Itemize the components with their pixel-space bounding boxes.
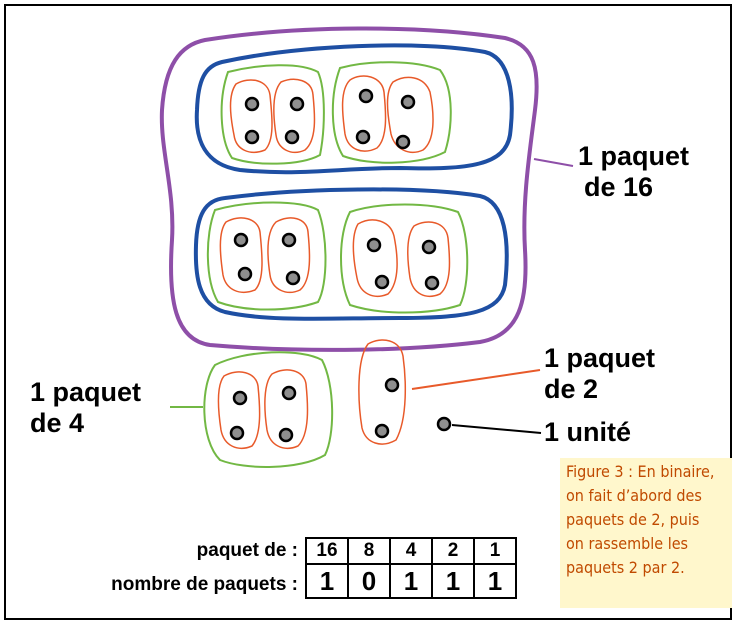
unit-dot (229, 425, 245, 441)
packet-4-outline-2 (331, 61, 452, 164)
packet-2-outline (267, 217, 311, 294)
unit-dot (232, 390, 248, 406)
table-header-row: 16 8 4 2 1 (305, 537, 517, 565)
table-row1-label: paquet de : (196, 540, 298, 561)
packet-count-cell: 1 (305, 563, 349, 599)
packet-8-outline-top (194, 43, 514, 175)
binary-table: 16 8 4 2 1 1 0 1 1 1 (305, 537, 517, 599)
unit-dot (358, 88, 374, 104)
packet-4-outline-1 (220, 64, 325, 165)
unit-dot (421, 239, 437, 255)
packet-4-outline-4 (340, 203, 469, 314)
packet-count-cell: 1 (389, 563, 433, 599)
unit-dot (284, 129, 300, 145)
table-value-row: 1 0 1 1 1 (305, 563, 517, 599)
packet-2-outline (352, 219, 398, 298)
packet-16-outline (159, 26, 539, 352)
unit-dot (436, 416, 452, 432)
packet-2-outline (386, 76, 434, 154)
unit-dot (355, 129, 371, 145)
label-packet-4-line2: de 4 (30, 408, 85, 438)
packet-2-outline (229, 79, 273, 154)
packet-count-cell: 0 (347, 563, 391, 599)
packet-2-outline (407, 221, 451, 298)
leader-line-unit (451, 424, 542, 434)
label-packet-2-line2: de 2 (544, 374, 599, 404)
unit-dot (384, 377, 400, 393)
unit-dot (289, 96, 305, 112)
packet-2-outline (264, 369, 309, 450)
label-unit: 1 unité (544, 417, 632, 447)
label-packet-2-line1: 1 paquet (544, 343, 656, 373)
label-packet-16-line1: 1 paquet (578, 141, 690, 171)
unit-dot (244, 96, 260, 112)
unit-dot (285, 270, 301, 286)
packet-count-cell: 1 (473, 563, 517, 599)
leader-line-16 (533, 158, 574, 167)
unit-dot (366, 237, 382, 253)
unit-dot (237, 266, 253, 282)
unit-dot (233, 232, 249, 248)
unit-dot (400, 94, 416, 110)
packet-count-cell: 1 (431, 563, 475, 599)
label-packet-16-line2: de 16 (584, 172, 654, 202)
packet-2-outline (341, 75, 387, 152)
unit-dot (374, 274, 390, 290)
packet-2-outline (219, 217, 263, 294)
table-row2-label: nombre de paquets : (111, 574, 298, 595)
unit-dot (374, 423, 390, 439)
packet-4-outline-5 (203, 351, 334, 468)
packet-size-cell: 2 (431, 537, 475, 565)
packet-size-cell: 4 (389, 537, 433, 565)
packet-8-outline-bottom (193, 187, 509, 321)
unit-dot (395, 134, 411, 150)
unit-dot (281, 385, 297, 401)
figure-caption: Figure 3 : En binaire, on fait d’abord d… (560, 458, 732, 608)
packet-2-outline (358, 339, 407, 445)
caption-line: paquets 2 par 2. (566, 558, 685, 577)
packet-4-outline-3 (206, 201, 327, 311)
packet-2-outline (273, 78, 316, 154)
caption-line: on rassemble les (566, 534, 689, 553)
packet-size-cell: 1 (473, 537, 517, 565)
packet-2-outline (217, 371, 261, 450)
leader-line-2 (411, 369, 541, 390)
caption-line: Figure 3 : En binaire, (566, 462, 715, 481)
caption-line: paquets de 2, puis (566, 510, 700, 529)
caption-line: on fait d’abord des (566, 486, 702, 505)
packet-size-cell: 8 (347, 537, 391, 565)
unit-dot (278, 427, 294, 443)
label-packet-4-line1: 1 paquet (30, 377, 142, 407)
unit-dot (244, 129, 260, 145)
unit-dot (281, 232, 297, 248)
packet-size-cell: 16 (305, 537, 349, 565)
unit-dot (424, 275, 440, 291)
